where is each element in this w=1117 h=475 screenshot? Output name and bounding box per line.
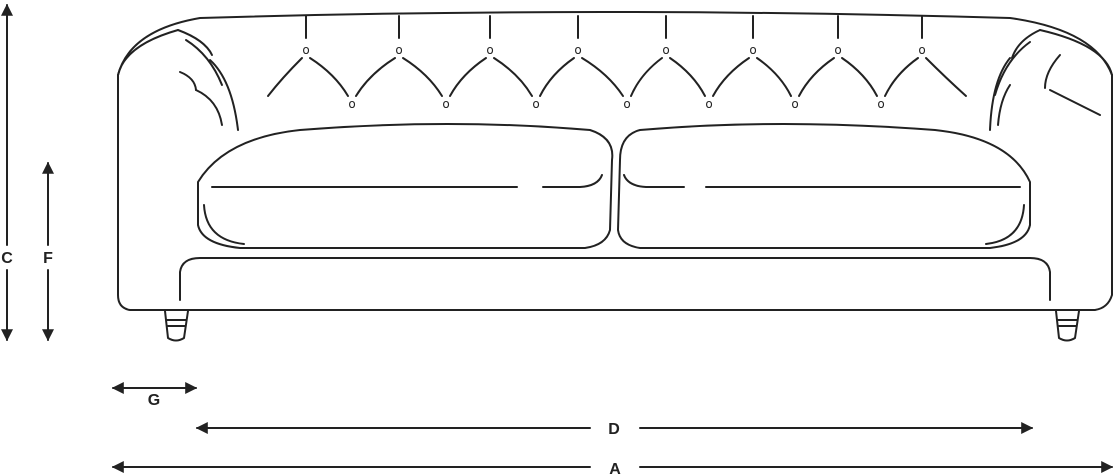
left-arm bbox=[117, 29, 239, 131]
tuft-button: o bbox=[348, 97, 355, 111]
dimension-d-label: D bbox=[608, 421, 620, 438]
tuft-diagonal-line bbox=[402, 57, 443, 97]
tuft-button: o bbox=[486, 43, 493, 57]
sofa-drawing: o o o o o o o o o o o o o o o bbox=[117, 11, 1113, 342]
dimension-a-label: A bbox=[609, 461, 621, 475]
tuft-button: o bbox=[532, 97, 539, 111]
cushion-seams bbox=[203, 174, 1025, 245]
seat-base bbox=[179, 257, 1051, 301]
tuft-button: o bbox=[574, 43, 581, 57]
tuft-button: o bbox=[834, 43, 841, 57]
tuft-button: o bbox=[662, 43, 669, 57]
tuft-button: o bbox=[791, 97, 798, 111]
tuft-diagonal-line bbox=[267, 57, 303, 97]
tuft-diagonal-line bbox=[630, 57, 663, 97]
tuft-diagonal-line bbox=[884, 57, 919, 97]
tuft-diagonal-line bbox=[925, 57, 967, 97]
tuft-button: o bbox=[302, 43, 309, 57]
tuft-diagonal-line bbox=[669, 57, 706, 97]
tuft-diagonal-line bbox=[712, 57, 750, 97]
dimension-g: G bbox=[111, 382, 198, 409]
dimension-f: F bbox=[42, 161, 54, 342]
tuft-diagonal-line bbox=[841, 57, 878, 97]
left-foot bbox=[164, 310, 189, 342]
dimension-a: A bbox=[111, 461, 1114, 475]
tuft-button: o bbox=[395, 43, 402, 57]
tuft-button: o bbox=[442, 97, 449, 111]
tuft-diagonal-line bbox=[449, 57, 487, 97]
tuft-diagonal-line bbox=[355, 57, 396, 97]
right-arm bbox=[989, 29, 1113, 131]
tuft-diagonal-line bbox=[581, 57, 624, 97]
tuft-button: o bbox=[749, 43, 756, 57]
dimension-d: D bbox=[195, 421, 1034, 438]
tuft-button: o bbox=[623, 97, 630, 111]
tuft-diagonal-line bbox=[493, 57, 533, 97]
tuft-diagonal-line bbox=[309, 57, 349, 97]
tuft-diagonal-line bbox=[798, 57, 835, 97]
tuft-button: o bbox=[705, 97, 712, 111]
dimension-f-label: F bbox=[43, 250, 53, 267]
right-foot bbox=[1055, 310, 1080, 342]
tufting-lines bbox=[267, 15, 967, 97]
tuft-diagonal-line bbox=[539, 57, 575, 97]
dimension-c-label: C bbox=[1, 250, 13, 267]
tuft-button: o bbox=[877, 97, 884, 111]
tuft-diagonal-line bbox=[756, 57, 792, 97]
tuft-button: o bbox=[918, 43, 925, 57]
dimension-g-label: G bbox=[148, 392, 160, 409]
dimension-c: C bbox=[0, 3, 13, 342]
